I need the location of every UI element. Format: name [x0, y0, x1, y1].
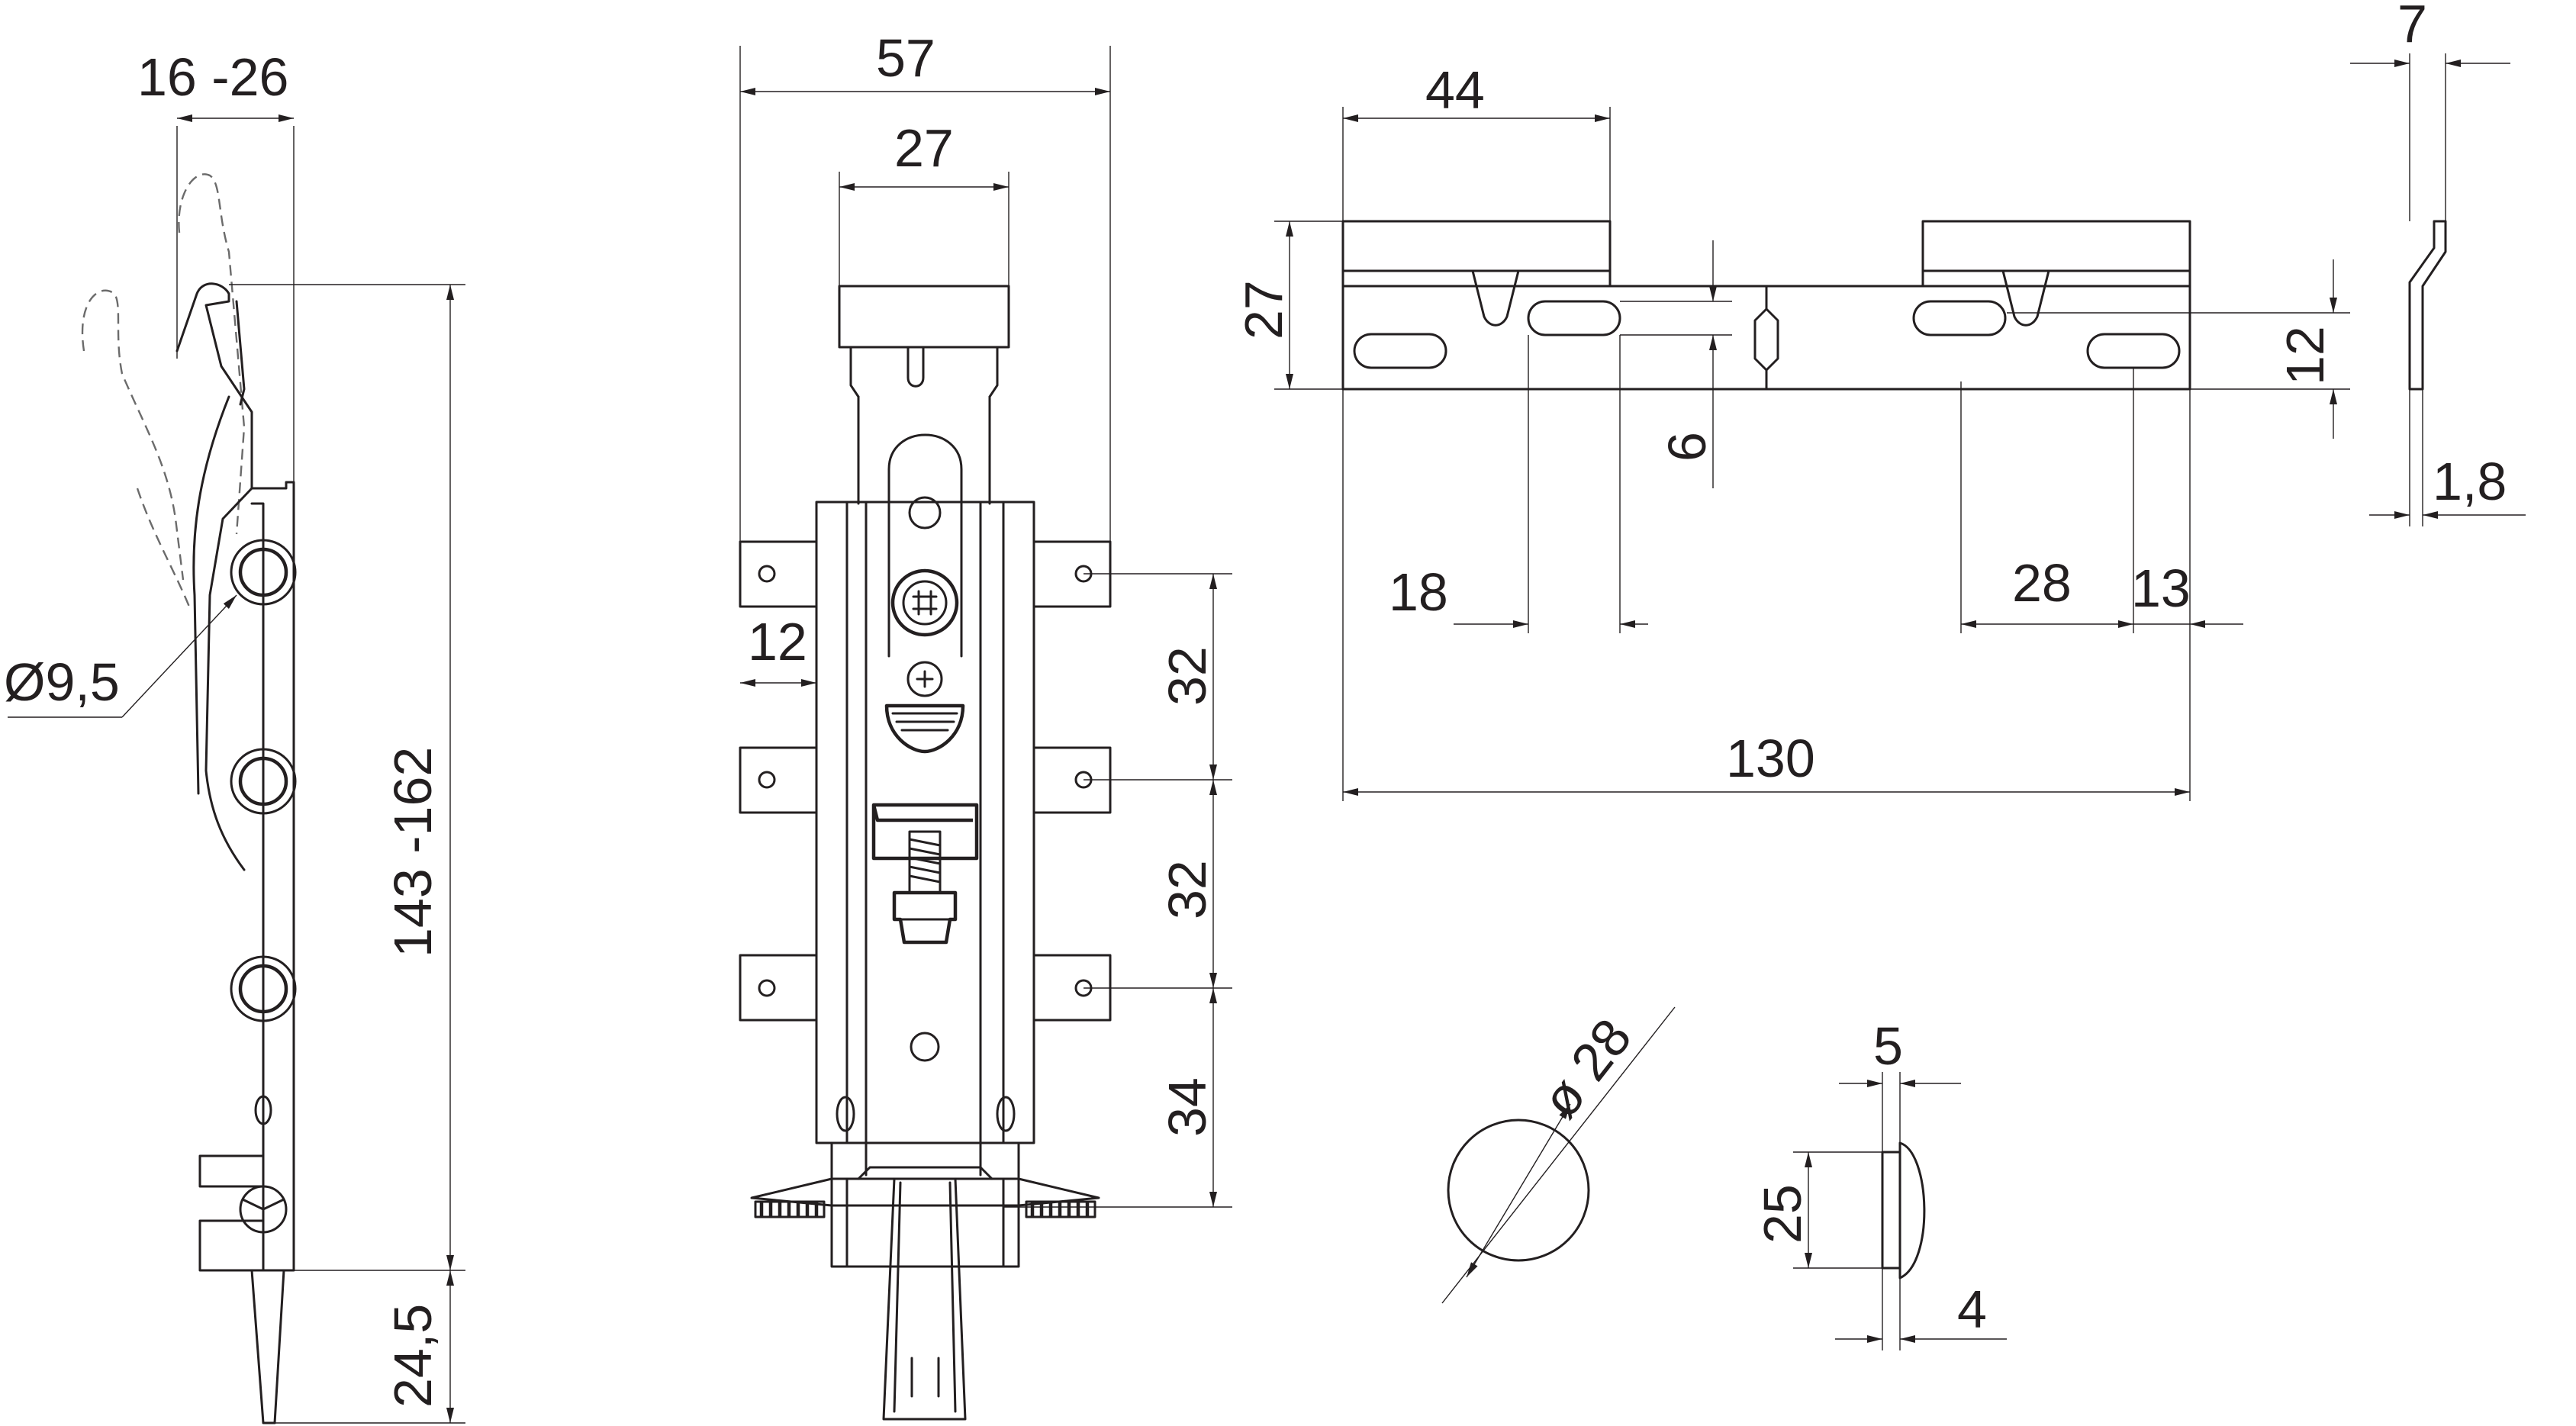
front-bottom-pin: [882, 1177, 967, 1421]
dim-side-height: 143 -162: [383, 747, 443, 958]
front-spring-left: [754, 1200, 826, 1218]
front-base-wing: [750, 1177, 1100, 1207]
dim-plate-slot-2: 28: [2012, 553, 2072, 613]
plate-slot-1: [1353, 333, 1447, 369]
side-tip: [250, 1269, 285, 1424]
plate-center-mark: [1753, 285, 1779, 391]
front-threaded-rod: [908, 830, 942, 894]
front-carriage: [871, 803, 979, 861]
dim-plate-slot-height: 12: [2275, 326, 2335, 385]
plate-notch-right: [2001, 269, 2050, 327]
front-view: 57 27 12 32 32 34: [739, 28, 1232, 1421]
front-neck-slot: [906, 346, 925, 388]
dim-plate-top: 44: [1425, 60, 1485, 120]
front-lower-hole: [910, 1032, 940, 1062]
dim-cap-depth: 4: [1957, 1280, 1987, 1339]
dim-side-width: 16 -26: [137, 47, 288, 107]
cap-profile: [1881, 1141, 1926, 1280]
side-hook-arm-lower: [192, 395, 230, 795]
dim-plate-slot-3: 13: [2131, 558, 2191, 618]
front-plate: [815, 501, 1035, 1144]
side-rivet-1: [230, 539, 297, 606]
dim-front-head: 27: [894, 118, 954, 178]
dim-front-pitch-2: 32: [1158, 860, 1217, 919]
plate-slot-2: [1527, 300, 1621, 336]
cap-side-view: 5 25 4: [1753, 1016, 2007, 1350]
side-rivet-3: [230, 955, 297, 1022]
cap-front-view: ø 28: [1441, 1006, 1676, 1304]
side-phantom-hook-2: [81, 289, 185, 581]
side-phantom-hook-1: [178, 173, 246, 535]
dim-profile-thickness: 1,8: [2433, 452, 2507, 511]
side-rivet-2: [230, 748, 297, 815]
dim-cap-top: 5: [1873, 1016, 1903, 1076]
front-lower-slot-right: [996, 1096, 1016, 1132]
side-phantom-hook-3: [136, 488, 192, 611]
profile-outline: [2408, 220, 2447, 391]
dim-plate-height: 27: [1234, 280, 1293, 340]
plate-slot-3: [1912, 300, 2007, 336]
plate-outline: [1341, 220, 2191, 391]
dim-profile-width: 7: [2397, 0, 2427, 53]
mounting-plate-view: 44 27 6 12 18 28 13: [1234, 60, 2350, 801]
dim-side-hole: Ø9,5: [4, 652, 120, 712]
front-tab-left-2: [739, 746, 818, 814]
dim-side-bottom: 24,5: [383, 1304, 443, 1408]
front-tab-left-3: [739, 954, 818, 1022]
side-main-bar: [198, 481, 295, 1272]
side-view: 16 -26 143 -162 24,5 Ø9,5: [4, 47, 465, 1424]
front-adjust-screw: [890, 568, 959, 637]
front-nut: [892, 890, 958, 945]
dim-plate-slot-1: 18: [1389, 562, 1448, 622]
plate-slot-4: [2086, 333, 2181, 369]
side-hook-arm-inner: [235, 300, 246, 406]
front-small-screw: [906, 661, 943, 697]
front-slot-hole: [908, 496, 942, 530]
front-thumb-wheel: [884, 703, 965, 754]
side-screw-head: [239, 1185, 288, 1234]
side-small-hole: [254, 1095, 272, 1125]
dim-cap-height: 25: [1753, 1184, 1812, 1244]
profile-view: 7 1,8: [2350, 0, 2526, 526]
dim-front-width: 57: [876, 28, 935, 88]
front-tab-left-1: [739, 540, 818, 608]
front-spring-right: [1025, 1200, 1096, 1218]
dim-front-tab: 12: [748, 612, 807, 671]
front-head: [838, 285, 1010, 349]
dim-plate-slot-offset: 6: [1657, 432, 1717, 462]
dim-plate-length: 130: [1726, 729, 1815, 788]
dim-front-pitch-3: 34: [1158, 1077, 1217, 1137]
front-slot: [887, 433, 963, 658]
front-lower-slot-left: [836, 1096, 855, 1132]
dim-front-pitch-1: 32: [1158, 646, 1217, 706]
dim-cap-diameter: ø 28: [1530, 1008, 1643, 1128]
plate-notch-left: [1471, 269, 1520, 327]
